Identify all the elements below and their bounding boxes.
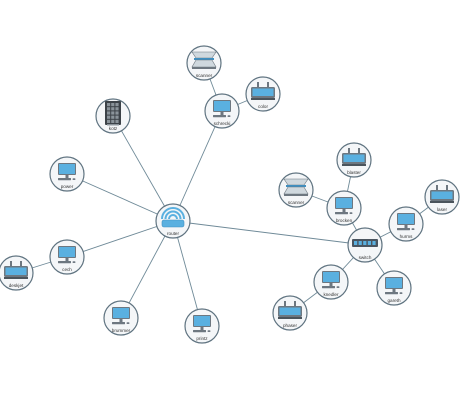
connection-router-kotz [112, 115, 174, 222]
node-power[interactable]: power [49, 156, 85, 192]
connection-router-schrecki [172, 110, 223, 222]
node-brocken[interactable]: brocken [326, 190, 362, 226]
node-kotz[interactable]: kotz [95, 98, 131, 134]
node-label: phaser [283, 323, 298, 328]
node-label: blaster [347, 170, 361, 175]
node-hurms[interactable]: hurms [388, 206, 424, 242]
node-scanner2[interactable]: scanner [278, 172, 314, 208]
node-color[interactable]: color [245, 76, 281, 112]
node-label: brocken [336, 218, 353, 223]
node-label: router [167, 231, 179, 236]
node-label: hurms [400, 234, 413, 239]
printer-icon [251, 82, 275, 100]
node-label: switch [359, 255, 372, 260]
node-label: knedler [323, 292, 339, 297]
node-label: deskjet [9, 283, 24, 288]
node-gareth[interactable]: gareth [376, 270, 412, 306]
computer-icon [322, 271, 340, 289]
node-label: brummer [112, 328, 131, 333]
computer-icon [58, 246, 76, 264]
node-label: gareth [387, 298, 400, 303]
node-label: cech [62, 267, 72, 272]
node-printz[interactable]: printz [184, 308, 220, 344]
router-icon [161, 207, 185, 228]
node-label: schrecki [214, 121, 231, 126]
node-label: scanner [288, 200, 305, 205]
node-layer: router scanner schrecki color kotz power cech d… [0, 45, 460, 344]
node-label: scanner [196, 73, 213, 78]
node-laser[interactable]: laser [424, 179, 460, 215]
node-label: power [61, 184, 74, 189]
scanner-icon [283, 178, 309, 196]
computer-icon [112, 307, 130, 325]
computer-icon [385, 277, 403, 295]
node-scanner1[interactable]: scanner [186, 45, 222, 81]
node-label: kotz [109, 126, 118, 131]
node-switch[interactable]: switch [347, 227, 383, 263]
printer-icon [278, 301, 302, 319]
node-knedler[interactable]: knedler [313, 264, 349, 300]
node-router[interactable]: router [155, 203, 191, 239]
node-deskjet[interactable]: deskjet [0, 255, 34, 291]
computer-icon [397, 213, 415, 231]
node-label: color [258, 104, 268, 109]
scanner-icon [191, 51, 217, 69]
server-icon [105, 101, 121, 126]
connection-router-cech [66, 220, 174, 258]
node-brummer[interactable]: brummer [103, 300, 139, 336]
node-blaster[interactable]: blaster [336, 142, 372, 178]
connection-router-brummer [120, 220, 174, 319]
computer-icon [58, 163, 76, 181]
printer-icon [430, 185, 454, 203]
connection-router-power [66, 173, 174, 222]
switch-icon [352, 239, 378, 247]
printer-icon [342, 148, 366, 166]
connection-router-switch [172, 220, 366, 246]
node-schrecki[interactable]: schrecki [204, 93, 240, 129]
computer-icon [193, 315, 211, 333]
node-label: laser [437, 207, 447, 212]
connection-router-printz [172, 220, 203, 327]
node-label: printz [196, 336, 208, 341]
node-cech[interactable]: cech [49, 239, 85, 275]
node-phaser[interactable]: phaser [272, 295, 308, 331]
computer-icon [213, 100, 231, 118]
printer-icon [4, 261, 28, 279]
computer-icon [335, 197, 353, 215]
